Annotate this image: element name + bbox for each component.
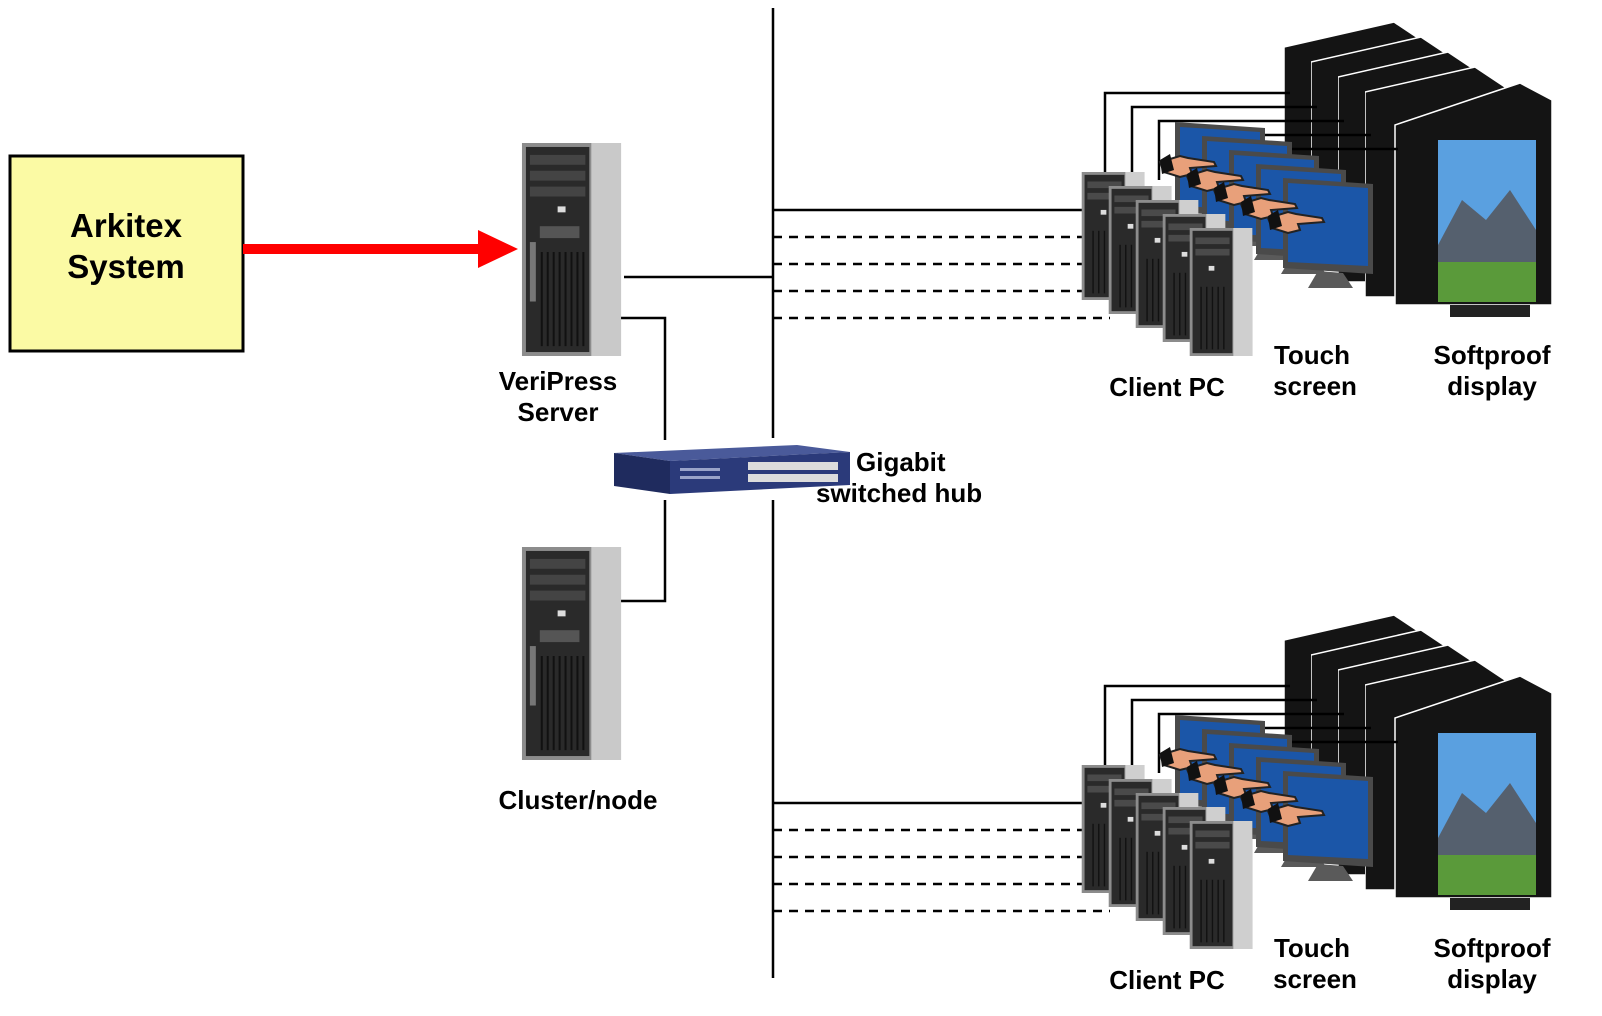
softproof-label-line1: Softproof bbox=[1434, 933, 1551, 963]
desktop-pc-icon bbox=[1188, 228, 1254, 356]
desktop-pc-icon bbox=[1188, 821, 1254, 949]
client-group-top bbox=[1080, 22, 1553, 356]
arkitex-system-box: Arkitex System bbox=[8, 154, 245, 353]
network-switch-icon bbox=[614, 445, 850, 494]
arkitex-label-line2: System bbox=[67, 248, 184, 285]
client-group-top-labels: Client PC Touch screen Softproof display bbox=[1109, 340, 1551, 402]
client-pc-label: Client PC bbox=[1109, 965, 1225, 995]
softproof-label-line2: display bbox=[1447, 371, 1537, 401]
touch-screen-label-line1: Touch bbox=[1274, 340, 1350, 370]
touch-screen-label-line1: Touch bbox=[1274, 933, 1350, 963]
cluster-label: Cluster/node bbox=[499, 785, 658, 815]
server-tower-icon bbox=[520, 547, 623, 760]
server-to-hub bbox=[612, 316, 667, 440]
network-lines bbox=[612, 8, 1090, 978]
touch-screen-label-line2: screen bbox=[1273, 371, 1357, 401]
touch-screen-label-line2: screen bbox=[1273, 964, 1357, 994]
client-group-bottom bbox=[1080, 615, 1553, 949]
softproof-monitor-icon bbox=[1394, 675, 1553, 910]
server-label-line1: VeriPress bbox=[499, 366, 618, 396]
hub-label-line2: switched hub bbox=[816, 478, 982, 508]
data-flow-arrow bbox=[243, 230, 518, 268]
cluster-node: Cluster/node bbox=[499, 547, 658, 815]
client-pc-label: Client PC bbox=[1109, 372, 1225, 402]
dashed-links bbox=[773, 235, 1110, 913]
server-label-line2: Server bbox=[518, 397, 599, 427]
server-tower-icon bbox=[520, 143, 623, 356]
hub-label-line1: Gigabit bbox=[856, 447, 946, 477]
softproof-label-line1: Softproof bbox=[1434, 340, 1551, 370]
softproof-label-line2: display bbox=[1447, 964, 1537, 994]
gigabit-hub: Gigabit switched hub bbox=[614, 445, 982, 508]
client-group-bottom-labels: Client PC Touch screen Softproof display bbox=[1109, 933, 1551, 995]
touch-monitor-icon bbox=[1283, 178, 1373, 288]
touch-monitor-icon bbox=[1283, 771, 1373, 881]
veripress-server: VeriPress Server bbox=[499, 143, 623, 427]
arkitex-label-line1: Arkitex bbox=[70, 207, 183, 244]
cluster-to-hub bbox=[612, 500, 667, 603]
softproof-monitor-icon bbox=[1394, 82, 1553, 317]
